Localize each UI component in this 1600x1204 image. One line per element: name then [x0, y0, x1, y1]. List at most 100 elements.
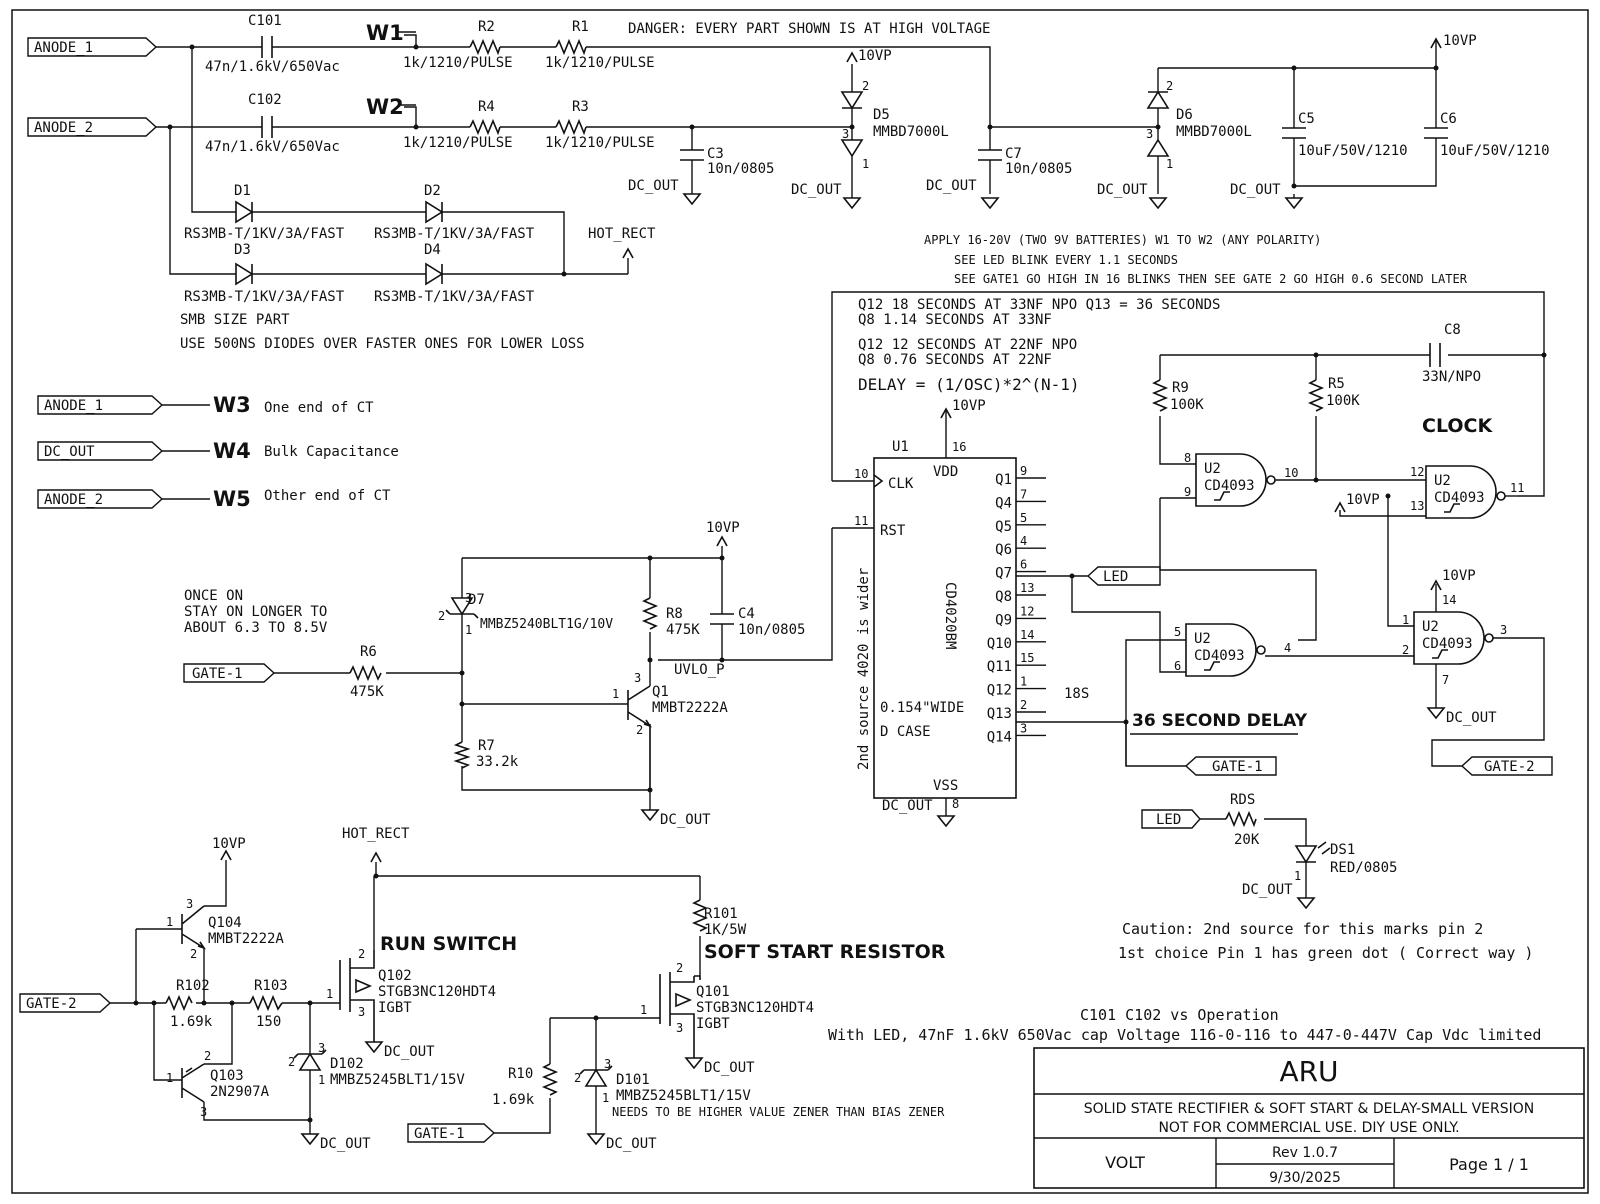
c4-label: C4 [738, 606, 755, 622]
r103-label: R103 [254, 978, 288, 994]
note-apply-1: APPLY 16-20V (TWO 9V BATTERIES) W1 TO W2… [924, 233, 1321, 247]
pin: 2 [358, 947, 365, 961]
title-block-name: VOLT [1105, 1153, 1145, 1172]
c8-value: 33N/NPO [1422, 369, 1481, 385]
c4-value: 10n/0805 [738, 622, 805, 638]
pin: 1 [166, 1071, 173, 1085]
nand-gate-u2b [1425, 465, 1497, 519]
pin: 3 [634, 671, 641, 685]
diode-d6-upper [1146, 90, 1170, 109]
pin: 11 [854, 514, 868, 528]
d2-value: RS3MB-T/1KV/3A/FAST [374, 226, 535, 242]
u1-output-name: Q10 [987, 636, 1012, 652]
note-apply-3: SEE GATE1 GO HIGH IN 16 BLINKS THEN SEE … [954, 272, 1468, 286]
port-label: GATE-1 [414, 1126, 465, 1142]
u1-vdd: VDD [933, 464, 958, 480]
q102-type: IGBT [378, 1000, 412, 1016]
clock-label: CLOCK [1422, 415, 1493, 437]
wire-w1-label: W1 [366, 21, 404, 45]
power-arrow [716, 535, 728, 547]
diode-d2 [425, 200, 444, 224]
resistor-r7 [453, 741, 471, 769]
q104-value: MMBT2222A [208, 931, 284, 947]
rds-value: 20K [1234, 832, 1260, 848]
pin: 3 [1500, 623, 1507, 637]
igbt-q101 [659, 972, 695, 1058]
u1-output-pin: 3 [1020, 721, 1027, 735]
diode-d6-lower [1146, 138, 1170, 157]
resistor-r5 [1307, 379, 1325, 412]
net-dcout-u1: DC_OUT [882, 798, 933, 814]
net-dcout-d101: DC_OUT [606, 1136, 657, 1152]
resistor-rds [1225, 810, 1257, 828]
pin: 2 [636, 723, 643, 737]
zener-d101 [579, 1065, 613, 1087]
pin: 1 [318, 1073, 325, 1087]
title-block-rev: Rev 1.0.7 [1272, 1145, 1338, 1161]
port-label: ANODE_1 [44, 398, 103, 414]
c8-label: C8 [1444, 322, 1461, 338]
title-block-date: 9/30/2025 [1269, 1170, 1341, 1186]
net-dcout-c7: DC_OUT [926, 178, 977, 194]
caution-2: 1st choice Pin 1 has green dot ( Correct… [1118, 944, 1533, 962]
port-led [1086, 566, 1161, 586]
diode-d1 [235, 200, 254, 224]
pin: 4 [1284, 641, 1291, 655]
d5-value: MMBD7000L [873, 124, 949, 140]
u1-output-name: Q1 [995, 472, 1012, 488]
transistor-q103 [181, 1063, 205, 1103]
q103-value: 2N2907A [210, 1084, 270, 1100]
port-label: LED [1156, 812, 1181, 828]
u1-label: U1 [892, 439, 909, 455]
diode-d5-upper [840, 91, 864, 110]
c102-value: 47n/1.6kV/650Vac [205, 139, 340, 155]
net-vp-q104: 10VP [212, 836, 246, 852]
power-arrow [1334, 501, 1346, 513]
pin: 3 [842, 127, 849, 141]
resistor-r4 [469, 118, 501, 136]
r2-value: 1k/1210/PULSE [403, 55, 513, 71]
note-once-1: ONCE ON [184, 588, 243, 604]
d1-label: D1 [234, 183, 251, 199]
u1-output-pin: 13 [1020, 581, 1034, 595]
pin: 10 [1284, 466, 1298, 480]
u1-output-pin: 4 [1020, 534, 1027, 548]
q102-value: STGB3NC120HDT4 [378, 984, 496, 1000]
pin: 8 [952, 797, 959, 811]
wire-w2-label: W2 [366, 95, 404, 119]
note-timing-3: Q12 12 SECONDS AT 22NF NPO [858, 337, 1077, 353]
r102-label: R102 [176, 978, 210, 994]
u1-output-pin: 14 [1020, 628, 1034, 642]
port-gate-1-soft [407, 1123, 496, 1143]
r101-value: 1K/5W [704, 922, 747, 938]
d7-value: MMBZ5240BLT1G/10V [480, 617, 613, 632]
r102-value: 1.69k [170, 1014, 213, 1030]
note-apply-2: SEE LED BLINK EVERY 1.1 SECONDS [954, 253, 1178, 267]
pin: 1 [1402, 613, 1409, 627]
pin: 1 [1294, 869, 1301, 883]
u1-output-pin: 7 [1020, 487, 1027, 501]
pin: 3 [186, 897, 193, 911]
u1-part: CD4020BM [942, 582, 958, 649]
resistor-r10 [541, 1063, 559, 1096]
r6-value: 475K [350, 684, 384, 700]
pin: 14 [1442, 593, 1456, 607]
pin: 11 [1510, 481, 1524, 495]
pin: 1 [862, 157, 869, 171]
port-label: GATE-1 [192, 666, 243, 682]
pin: 6 [1174, 659, 1181, 673]
pin: 2 [288, 1055, 295, 1069]
port-anode-2 [27, 117, 158, 137]
title-block-line-2: NOT FOR COMMERCIAL USE. DIY USE ONLY. [1158, 1120, 1459, 1136]
pin: 13 [1410, 499, 1424, 513]
u1-case-1: 0.154"WIDE [880, 700, 964, 716]
c6-value: 10uF/50V/1210 [1440, 143, 1550, 159]
capacitor-c6 [1424, 127, 1448, 139]
r103-value: 150 [256, 1014, 281, 1030]
c5-value: 10uF/50V/1210 [1298, 143, 1408, 159]
pin: 1 [612, 687, 619, 701]
net-vp-u2b: 10VP [1346, 492, 1380, 508]
c3-value: 10n/0805 [707, 161, 774, 177]
d101-value: MMBZ5245BLT1/15V [616, 1088, 751, 1104]
d6-label: D6 [1176, 107, 1193, 123]
